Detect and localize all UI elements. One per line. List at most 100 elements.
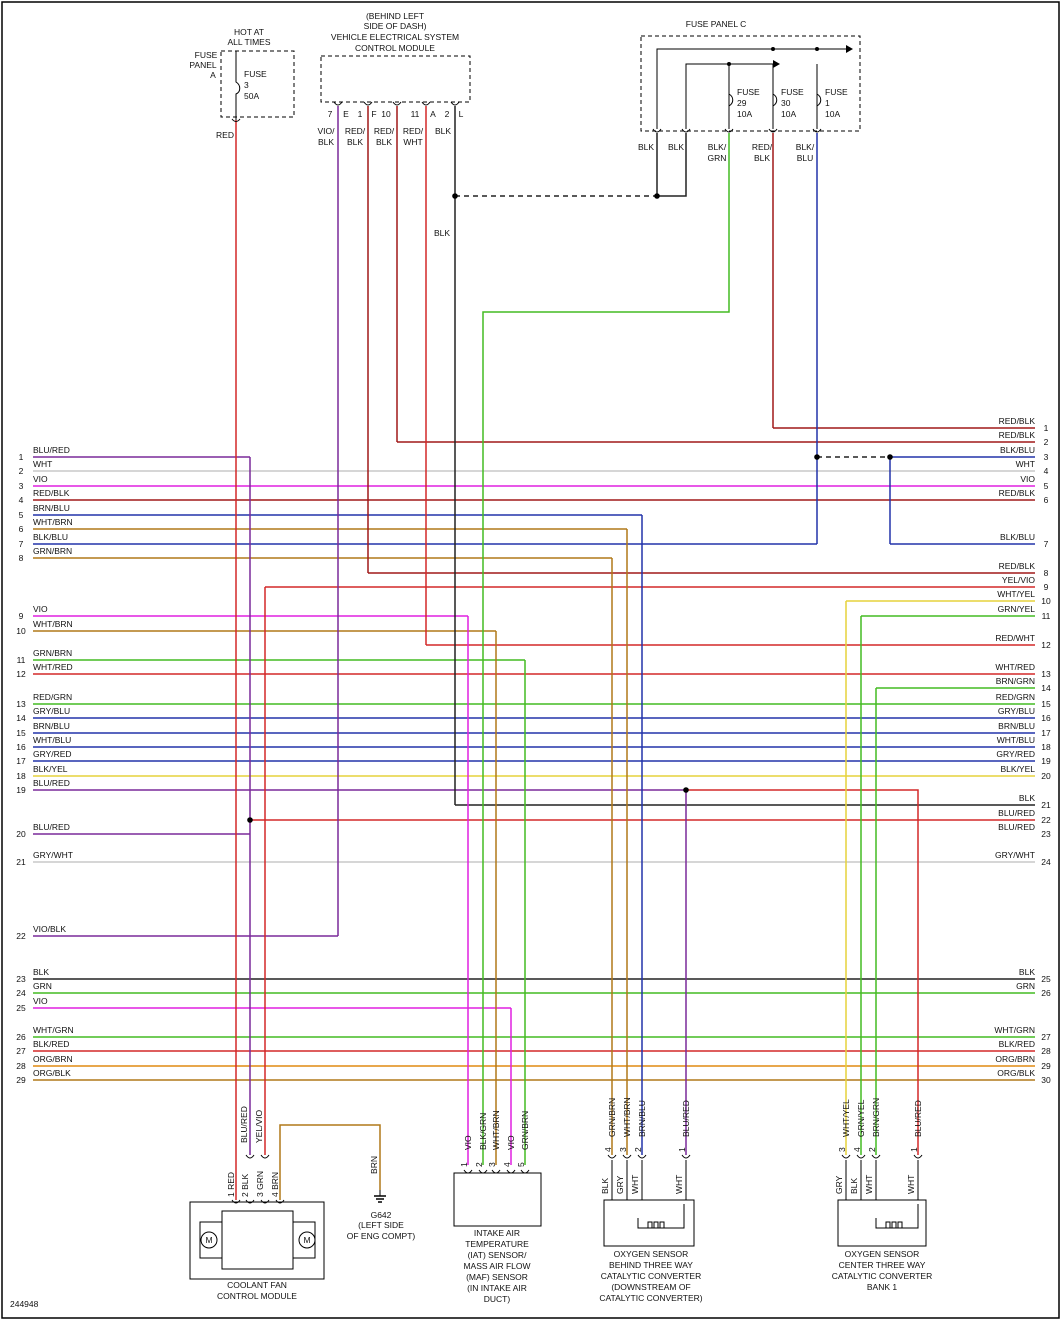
right-wire-label-12: RED/WHT bbox=[995, 633, 1035, 643]
right-wire-number-20: 20 bbox=[1041, 771, 1051, 781]
left-wire-label-27: BLK/RED bbox=[33, 1039, 69, 1049]
coolant-fan-module-inner bbox=[221, 1210, 294, 1270]
vesc-connector-icon bbox=[421, 101, 431, 106]
fuse-c-connector-icon bbox=[652, 128, 662, 133]
coolant-fan-connector-icon bbox=[275, 1199, 285, 1204]
vesc-pin-F: F bbox=[371, 109, 376, 119]
o2-downstream-pins: 4GRN/BRNBLK3WHT/BRNGRY2BRN/BLUWHT1BLU/RE… bbox=[600, 1097, 691, 1200]
vesc-pin-11: 11 bbox=[411, 109, 420, 119]
o2c-wire-label: BRN/GRN bbox=[871, 1098, 881, 1137]
right-wire-label-11: GRN/YEL bbox=[998, 604, 1036, 614]
right-wire-label-24: GRY/WHT bbox=[995, 850, 1035, 860]
o2c-connector-icon bbox=[871, 1154, 881, 1159]
o2d-connector-icon bbox=[622, 1154, 632, 1159]
fuse-3-label: FUSE bbox=[244, 69, 267, 79]
o2d-inner-label: WHT bbox=[630, 1175, 640, 1194]
right-wire-number-9: 9 bbox=[1044, 582, 1049, 592]
splice-dot-2 bbox=[814, 454, 820, 460]
right-wire-number-7: 7 bbox=[1044, 539, 1049, 549]
coolant-fan-connector-icon bbox=[245, 1199, 255, 1204]
left-wire-label-21: GRY/WHT bbox=[33, 850, 73, 860]
coolant-fan-connector-icon bbox=[245, 1154, 255, 1159]
right-wire-number-5: 5 bbox=[1044, 481, 1049, 491]
fuse-panel-c: FUSE PANEL C FUSE2910AFUSE3010AFUSE110AB… bbox=[638, 19, 861, 163]
left-wire-number-12: 12 bbox=[16, 669, 26, 679]
left-wire-label-26: WHT/GRN bbox=[33, 1025, 74, 1035]
maf-pin-1: 1 bbox=[459, 1162, 469, 1167]
left-wire-label-15: BRN/BLU bbox=[33, 721, 70, 731]
fuse-c-wire-label: BLK bbox=[754, 153, 770, 163]
left-wire-number-4: 4 bbox=[19, 495, 24, 505]
o2-center-box bbox=[837, 1199, 927, 1247]
wire-layer bbox=[33, 101, 1035, 1204]
blk-grn-maf-wire bbox=[482, 133, 730, 1165]
left-wire-label-4: RED/BLK bbox=[33, 488, 70, 498]
left-wire-label-11: GRN/BRN bbox=[33, 648, 72, 658]
maf-title-line: (IN INTAKE AIR bbox=[467, 1283, 527, 1293]
o2d-wire-label: BLU/RED bbox=[681, 1100, 691, 1137]
fuse-c-fuse-label-2: 10A bbox=[825, 109, 840, 119]
right-wire-number-14: 14 bbox=[1041, 683, 1051, 693]
left-wire-label-1: BLU/RED bbox=[33, 445, 70, 455]
fuse-c-wire-label: BLK bbox=[638, 142, 654, 152]
fuse-icon bbox=[728, 93, 734, 107]
left-wire-number-5: 5 bbox=[19, 510, 24, 520]
coolant-fan-connector-icon bbox=[260, 1154, 270, 1159]
right-wire-label-29: ORG/BRN bbox=[995, 1054, 1035, 1064]
right-wire-label-6: RED/BLK bbox=[999, 488, 1036, 498]
bus-arrow-icon bbox=[846, 45, 853, 53]
left-wire-label-7: BLK/BLU bbox=[33, 532, 68, 542]
fuse-panel-a-title-2: ALL TIMES bbox=[228, 37, 271, 47]
o2c-connector-icon bbox=[841, 1154, 851, 1159]
right-wire-number-3: 3 bbox=[1044, 452, 1049, 462]
fuse-c-fuse-label-0: 10A bbox=[737, 109, 752, 119]
o2d-connector-icon bbox=[637, 1154, 647, 1159]
right-wire-number-27: 27 bbox=[1041, 1032, 1051, 1042]
left-wire-number-29: 29 bbox=[16, 1075, 26, 1085]
o2d-pin: 4 bbox=[603, 1147, 613, 1152]
maf-title-line: TEMPERATURE bbox=[465, 1239, 529, 1249]
right-wire-label-13: WHT/RED bbox=[995, 662, 1035, 672]
right-wire-number-21: 21 bbox=[1041, 800, 1051, 810]
vesc-connector-icon bbox=[333, 101, 343, 106]
vesc-wire-label: BLK bbox=[318, 137, 334, 147]
right-wire-number-16: 16 bbox=[1041, 713, 1051, 723]
o2d-title-line: (DOWNSTREAM OF bbox=[611, 1282, 690, 1292]
o2d-pin: 1 bbox=[677, 1147, 687, 1152]
vesc-pin-2: 2 bbox=[445, 109, 450, 119]
o2d-connector-icon bbox=[681, 1154, 691, 1159]
o2d-pin: 3 bbox=[618, 1147, 628, 1152]
motor-left-label: M bbox=[205, 1235, 212, 1245]
left-wire-number-13: 13 bbox=[16, 699, 26, 709]
o2c-pin: 1 bbox=[909, 1147, 919, 1152]
fuse-c-connector-icon bbox=[681, 128, 691, 133]
coolant-fan-connector-icon bbox=[260, 1199, 270, 1204]
coolant-fan-wire-label: YEL/VIO bbox=[254, 1110, 264, 1143]
right-wire-number-2: 2 bbox=[1044, 437, 1049, 447]
right-wire-label-1: RED/BLK bbox=[999, 416, 1036, 426]
bus-dot bbox=[815, 47, 819, 51]
left-wire-label-24: GRN bbox=[33, 981, 52, 991]
right-wire-number-15: 15 bbox=[1041, 699, 1051, 709]
coolant-fan-pin-1: 1 RED bbox=[226, 1172, 236, 1197]
right-wire-label-27: WHT/GRN bbox=[994, 1025, 1035, 1035]
fuse-panel-a-label-3: A bbox=[210, 70, 216, 80]
fuse-icon bbox=[816, 93, 822, 107]
bus-dot bbox=[727, 62, 731, 66]
right-wire-number-24: 24 bbox=[1041, 857, 1051, 867]
fuse-panel-c-title: FUSE PANEL C bbox=[686, 19, 746, 29]
right-wire-number-6: 6 bbox=[1044, 495, 1049, 505]
right-wire-label-26: GRN bbox=[1016, 981, 1035, 991]
maf-sensor-box bbox=[453, 1172, 542, 1227]
motor-right-icon bbox=[298, 1231, 316, 1249]
right-wire-number-11: 11 bbox=[1042, 611, 1051, 621]
left-wire-label-3: VIO bbox=[33, 474, 48, 484]
left-wire-label-13: RED/GRN bbox=[33, 692, 72, 702]
left-wire-label-25: VIO bbox=[33, 996, 48, 1006]
vesc-pin-A: A bbox=[430, 109, 436, 119]
fuse-panel-a-box bbox=[220, 50, 295, 118]
